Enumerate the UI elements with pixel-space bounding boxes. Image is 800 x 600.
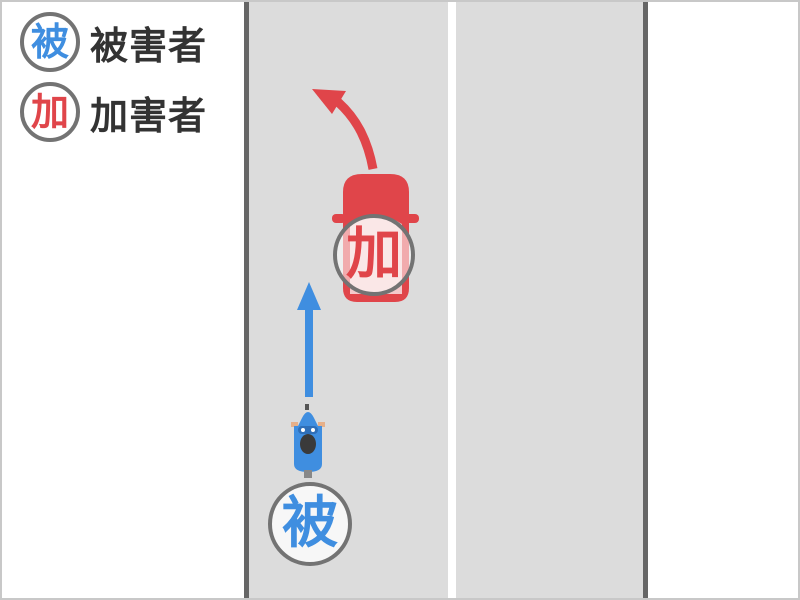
road-left-edge-line: [244, 2, 249, 598]
perpetrator-turn-arrow-icon: [312, 89, 378, 170]
road-right-edge-line: [643, 2, 648, 598]
road-center-line: [448, 2, 456, 598]
legend-label-victim: 被害者: [90, 23, 208, 68]
victim-badge-icon: 被: [20, 12, 80, 72]
perpetrator-badge-icon: 加: [20, 82, 80, 142]
legend-item-victim: 被 被害者: [20, 12, 207, 72]
legend-label-perpetrator: 加害者: [90, 93, 208, 138]
perpetrator-badge: 加: [333, 214, 415, 296]
victim-straight-arrow-icon: [297, 282, 321, 397]
victim-motorcycle-icon: [291, 404, 325, 478]
legend-item-perpetrator: 加 加害者: [20, 82, 207, 142]
victim-badge: 被: [268, 482, 352, 566]
